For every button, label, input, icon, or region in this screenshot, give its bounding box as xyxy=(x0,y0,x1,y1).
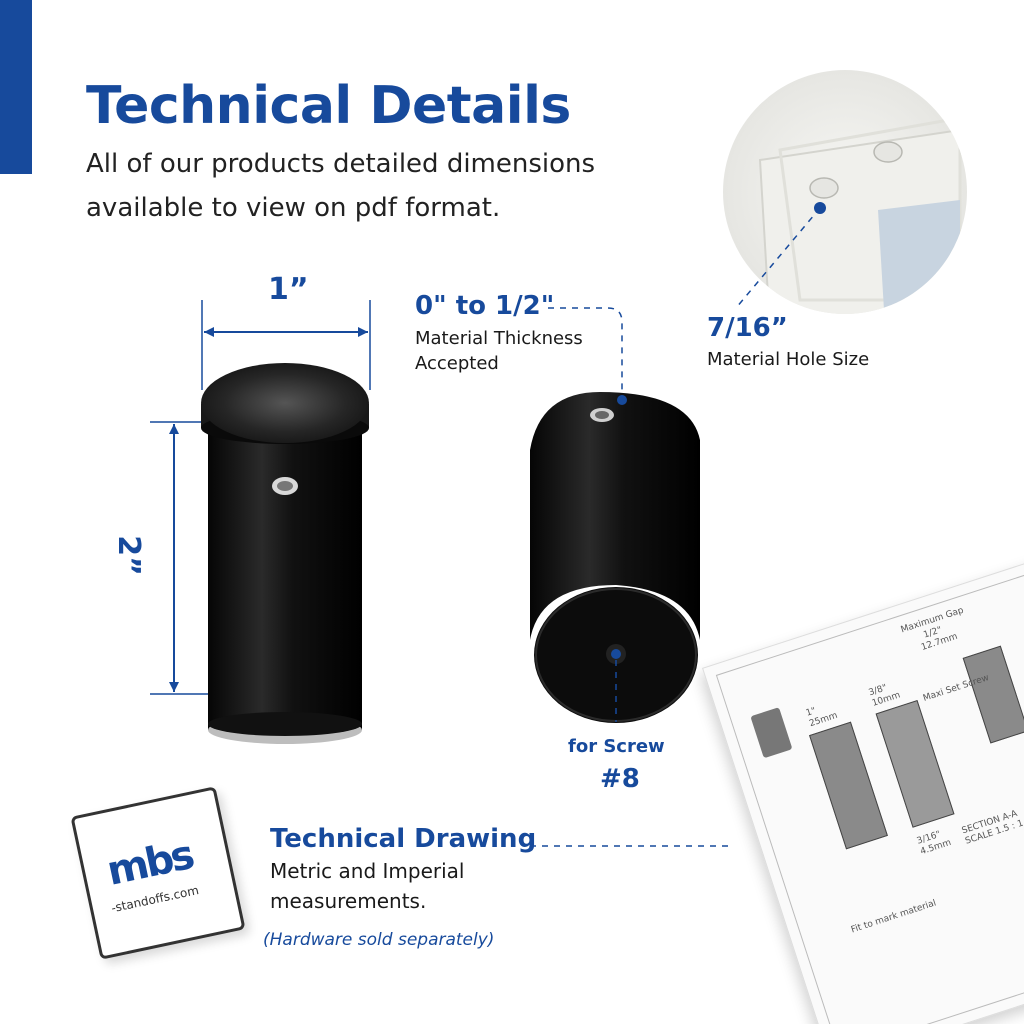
hole-leader xyxy=(735,207,821,309)
hardware-note: (Hardware sold separately) xyxy=(263,930,495,950)
page-title: Technical Details xyxy=(86,76,571,136)
height-label: 2” xyxy=(110,535,146,576)
standoff-upright xyxy=(201,363,369,744)
page-subtitle: All of our products detailed dimensions … xyxy=(86,149,596,223)
standoff-tilted xyxy=(530,392,700,723)
thickness-description: Material Thickness Accepted xyxy=(415,328,583,374)
thickness-leader xyxy=(548,307,623,398)
screw-number: #8 xyxy=(600,764,640,794)
drawing-description: Metric and Imperial measurements. xyxy=(270,859,465,913)
width-dimension xyxy=(201,300,371,390)
accent-bar xyxy=(0,0,32,174)
hole-size-description: Material Hole Size xyxy=(707,349,870,370)
screw-label: for Screw xyxy=(568,736,665,757)
height-dimension xyxy=(150,421,210,695)
thickness-value: 0" to 1/2" xyxy=(415,291,555,321)
brand-logo-card: mbs -standoffs.com xyxy=(70,786,246,960)
hole-size-value: 7/16” xyxy=(707,313,788,343)
drawing-title: Technical Drawing xyxy=(270,824,537,854)
hole-detail-photo xyxy=(723,70,967,314)
width-label: 1” xyxy=(268,272,309,307)
